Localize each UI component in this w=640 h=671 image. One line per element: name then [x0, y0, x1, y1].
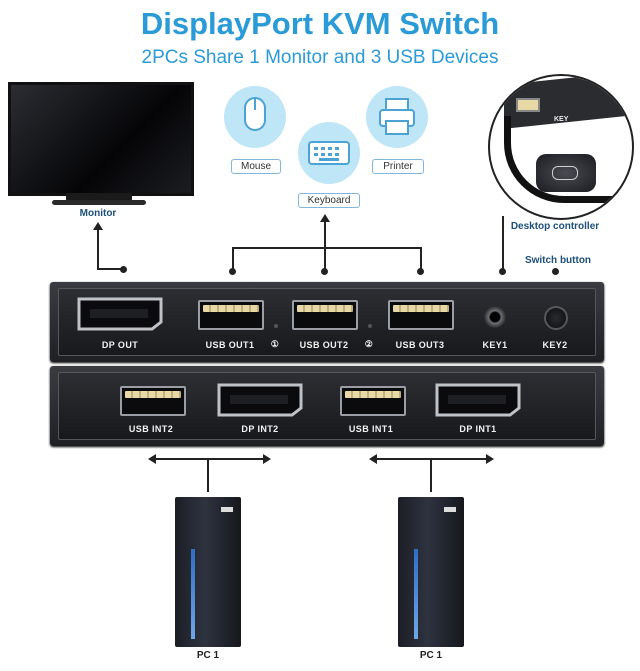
arrow-left-icon [369, 454, 377, 464]
dp-out-label: DP OUT [101, 340, 139, 350]
usb-out2-label: USB OUT2 [299, 340, 349, 350]
page-subtitle: 2PCs Share 1 Monitor and 3 USB Devices [141, 47, 499, 68]
connector-dot [321, 268, 328, 275]
printer-icon [366, 86, 428, 148]
connector-dot [499, 268, 506, 275]
pc-tower-right [398, 497, 464, 647]
key1-jack [484, 306, 506, 328]
monitor-base [52, 200, 146, 205]
printer-label: Printer [372, 159, 424, 174]
connector-dot [417, 268, 424, 275]
switch-button-label: Switch button [524, 255, 592, 266]
led-indicator [368, 324, 372, 328]
dp-int1-label: DP INT1 [459, 424, 497, 434]
key2-label: KEY2 [542, 340, 568, 350]
pc-light-strip [414, 549, 418, 639]
marker-1: ① [270, 339, 280, 349]
mouse-label: Mouse [231, 159, 281, 174]
keyboard-label: Keyboard [298, 193, 360, 208]
pc-left-label: PC 1 [196, 650, 220, 661]
usb-out2-port [292, 300, 358, 330]
usb-out3-label: USB OUT3 [395, 340, 445, 350]
connector-usb3-vertical [420, 247, 422, 271]
connector-monitor-vertical [97, 228, 99, 268]
kvm-back-panel: USB INT2 DP INT2 USB INT1 DP INT1 [50, 366, 604, 446]
arrow-up-icon [93, 222, 103, 230]
controller-port [516, 98, 540, 112]
usb-int2-port [120, 386, 186, 416]
connector-monitor-horizontal [97, 268, 123, 270]
dp-out-port [76, 296, 164, 332]
arrow-right-icon [263, 454, 271, 464]
dp-int2-port [216, 382, 304, 418]
connector-pc-left-vertical [207, 458, 209, 492]
connector-controller-vertical [502, 216, 504, 271]
usb-out1-port [198, 300, 264, 330]
connector-usb2-vertical [324, 222, 326, 271]
monitor-screen [8, 82, 194, 196]
pc-tower-left [175, 497, 241, 647]
led-indicator [274, 324, 278, 328]
kvm-front-panel: DP OUT USB OUT1 ① USB OUT2 ② USB OUT3 KE… [50, 282, 604, 362]
mouse-icon [224, 86, 286, 148]
dp-int1-port [434, 382, 522, 418]
usb-int1-label: USB INT1 [348, 424, 394, 434]
usb-int1-port [340, 386, 406, 416]
monitor-stand [66, 193, 132, 201]
dp-int2-label: DP INT2 [241, 424, 279, 434]
controller-puck [536, 154, 596, 192]
monitor-label: Monitor [79, 208, 117, 219]
arrow-left-icon [148, 454, 156, 464]
key2-switch-button[interactable] [544, 306, 568, 330]
connector-usb-horizontal [232, 247, 422, 249]
page-title: DisplayPort KVM Switch [140, 6, 500, 41]
desktop-controller-label: Desktop controller [510, 221, 600, 232]
key1-label: KEY1 [482, 340, 508, 350]
marker-2: ② [364, 339, 374, 349]
usb-out3-port [388, 300, 454, 330]
connector-dot [120, 266, 127, 273]
connector-usb1-vertical [232, 247, 234, 271]
connector-dot [229, 268, 236, 275]
usb-out1-label: USB OUT1 [205, 340, 255, 350]
keyboard-icon [298, 122, 360, 184]
arrow-up-icon [320, 214, 330, 222]
monitor-image [6, 80, 194, 208]
usb-int2-label: USB INT2 [128, 424, 174, 434]
pc-light-strip [191, 549, 195, 639]
desktop-controller-inset: KEY [488, 74, 634, 220]
pc-right-label: PC 1 [419, 650, 443, 661]
connector-pc-right-vertical [430, 458, 432, 492]
controller-cable [504, 116, 621, 203]
connector-dot [552, 268, 559, 275]
arrow-right-icon [486, 454, 494, 464]
